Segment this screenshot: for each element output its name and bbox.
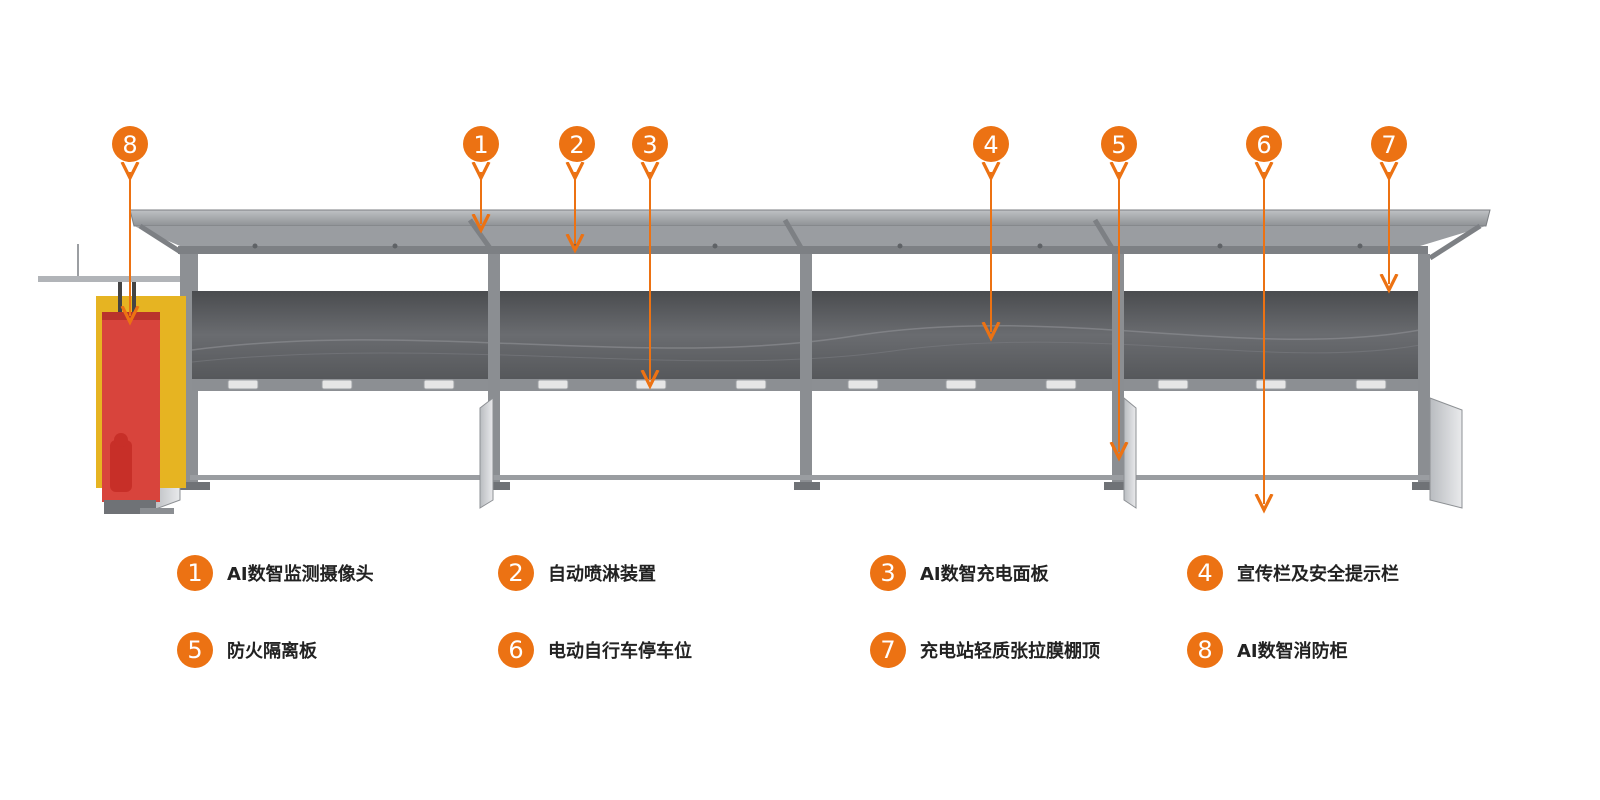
legend-label: AI数智充电面板	[920, 564, 1049, 585]
callout-badge-2: 2	[559, 126, 595, 162]
callout-number: 2	[569, 131, 584, 159]
legend-badge: 2	[498, 555, 534, 591]
legend-badge: 6	[498, 632, 534, 668]
legend-item-8: 8 AI数智消防柜	[1187, 632, 1348, 668]
legend-item-7: 7 充电站轻质张拉膜棚顶	[870, 632, 1100, 668]
callout-number: 1	[473, 131, 488, 159]
callout-arrows	[130, 172, 1389, 504]
callout-number: 4	[983, 131, 998, 159]
callout-badge-6: 6	[1246, 126, 1282, 162]
callout-badge-3: 3	[632, 126, 668, 162]
callout-number: 8	[122, 131, 137, 159]
legend-badge: 4	[1187, 555, 1223, 591]
legend-badge: 3	[870, 555, 906, 591]
callout-badge-7: 7	[1371, 126, 1407, 162]
legend-label: 电动自行车停车位	[548, 641, 692, 662]
legend-badge: 1	[177, 555, 213, 591]
callout-number: 7	[1381, 131, 1396, 159]
callout-badge-4: 4	[973, 126, 1009, 162]
callout-badge-8: 8	[112, 126, 148, 162]
legend-label: 防火隔离板	[227, 641, 317, 662]
legend-item-4: 4 宣传栏及安全提示栏	[1187, 555, 1399, 591]
callout-badge-1: 1	[463, 126, 499, 162]
legend-item-2: 2 自动喷淋装置	[498, 555, 656, 591]
callout-number: 6	[1256, 131, 1271, 159]
legend-item-6: 6 电动自行车停车位	[498, 632, 692, 668]
legend-badge: 7	[870, 632, 906, 668]
legend-badge: 5	[177, 632, 213, 668]
callout-badge-5: 5	[1101, 126, 1137, 162]
legend-label: 充电站轻质张拉膜棚顶	[920, 641, 1100, 662]
base-rail	[180, 475, 1438, 490]
roof-canopy	[129, 209, 1491, 261]
legend-label: AI数智监测摄像头	[227, 564, 374, 585]
legend-item-3: 3 AI数智充电面板	[870, 555, 1049, 591]
callout-badges: 8 1 2 3 4 5 6 7	[112, 126, 1407, 162]
legend-item-5: 5 防火隔离板	[177, 632, 317, 668]
callout-number: 3	[642, 131, 657, 159]
legend-item-1: 1 AI数智监测摄像头	[177, 555, 374, 591]
fire-cabinet	[96, 282, 186, 514]
legend-label: AI数智消防柜	[1237, 641, 1348, 662]
callout-number: 5	[1111, 131, 1126, 159]
legend-badge: 8	[1187, 632, 1223, 668]
legend-label: 自动喷淋装置	[548, 564, 656, 585]
side-awning	[38, 244, 188, 282]
legend-label: 宣传栏及安全提示栏	[1237, 564, 1399, 585]
